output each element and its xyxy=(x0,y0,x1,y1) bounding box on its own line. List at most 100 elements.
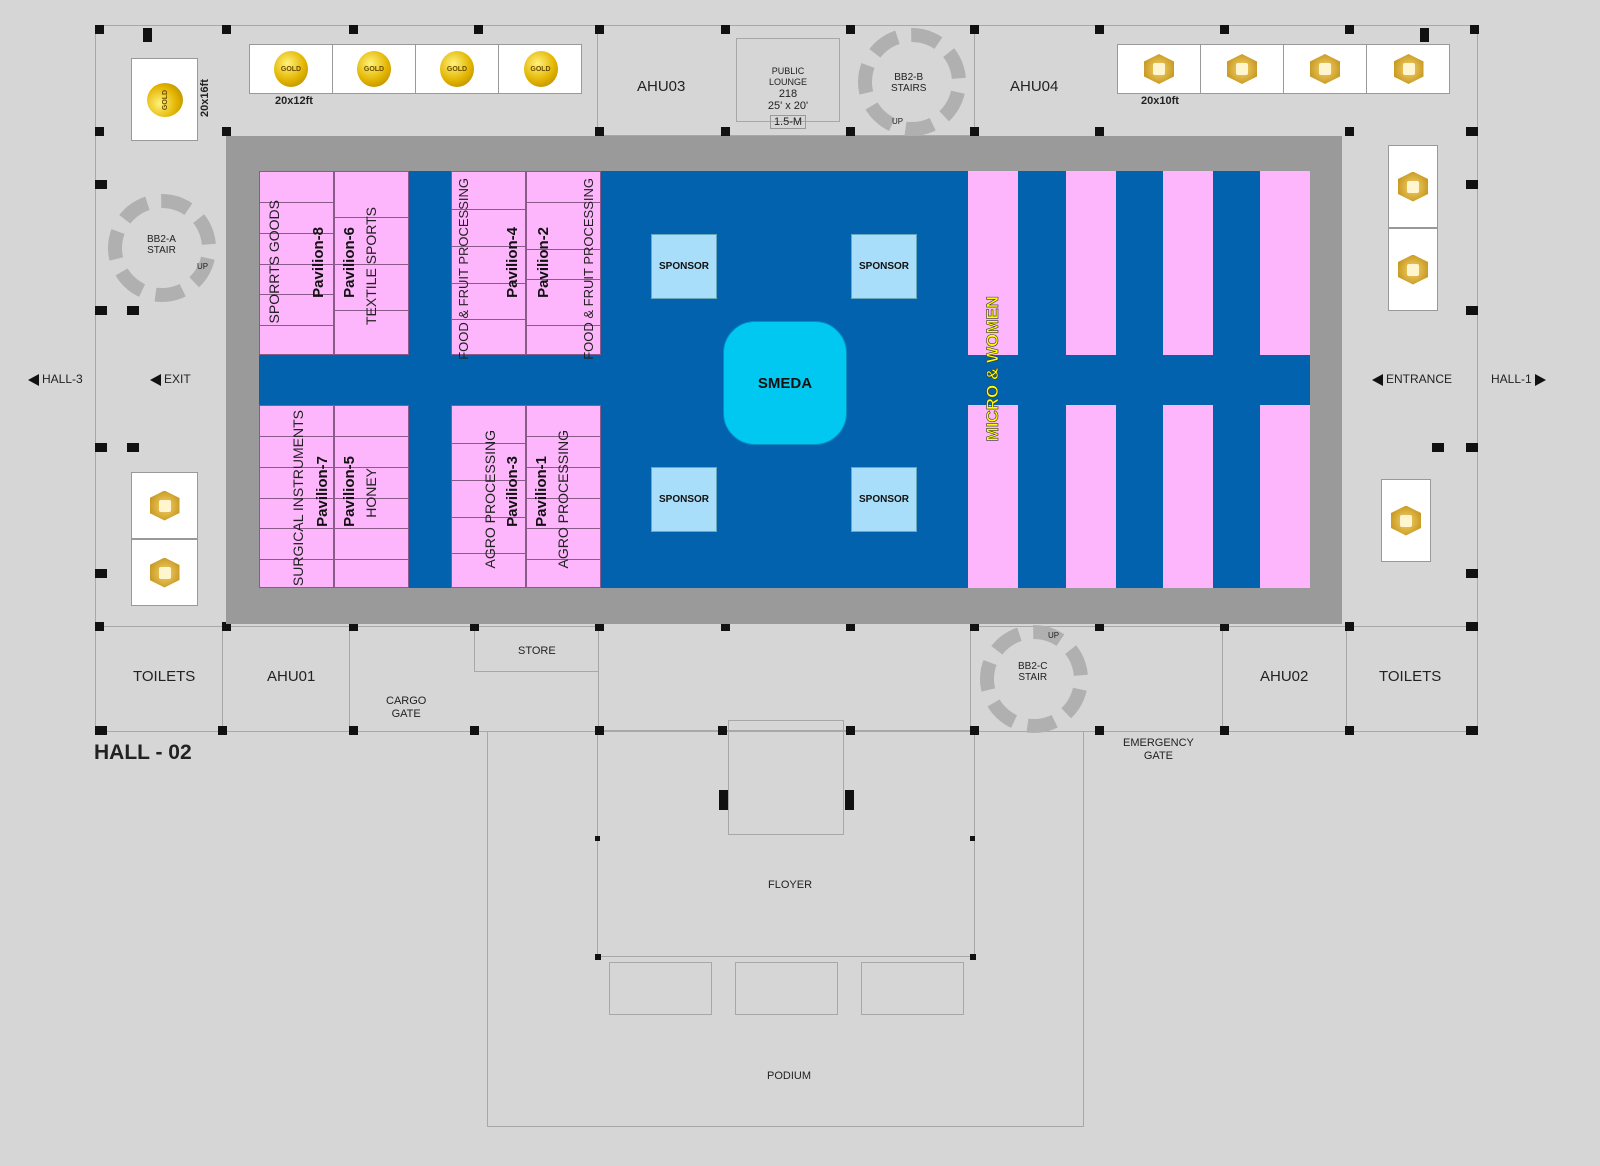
gold-booths-top: GOLD GOLD GOLD GOLD xyxy=(249,44,582,94)
arrow-left-icon xyxy=(28,373,39,386)
pavilion-name: Pavilion-1 xyxy=(533,456,550,527)
pavilion-name: Pavilion-6 xyxy=(341,227,358,298)
pavilion-4[interactable]: FOOD & FRUIT PROCESSING Pavilion-4 xyxy=(451,171,526,360)
badge-icon xyxy=(1144,54,1174,84)
booth-size-top: 20x12ft xyxy=(275,95,313,107)
pavilion-category: SPORRTS GOODS xyxy=(266,200,282,324)
badge-booth[interactable] xyxy=(1284,45,1367,93)
stair-type: STAIR xyxy=(1018,672,1048,683)
pavilion-3[interactable]: AGRO PROCESSING Pavilion-3 xyxy=(451,405,526,588)
north-rooms-outline xyxy=(597,25,975,136)
coin-label: GOLD xyxy=(446,65,468,73)
badge-booth[interactable] xyxy=(1388,228,1438,311)
micro-booth[interactable] xyxy=(1163,405,1213,588)
floyer-structure xyxy=(728,720,844,835)
micro-booth[interactable] xyxy=(1066,405,1116,588)
gold-booth[interactable]: GOLD xyxy=(250,45,333,93)
badge-booth[interactable] xyxy=(1388,145,1438,228)
micro-booth[interactable] xyxy=(968,171,1018,355)
podium-area xyxy=(487,732,1084,1127)
podium-step xyxy=(609,962,712,1015)
micro-booth[interactable] xyxy=(968,405,1018,588)
lounge-number: 218 xyxy=(778,88,798,100)
pavilion-name: Pavilion-5 xyxy=(341,456,358,527)
pavilion-7[interactable]: SURGICAL INSTRUMENTS Pavilion-7 xyxy=(259,405,334,588)
room-toilets-left: TOILETS xyxy=(133,668,196,685)
gold-booth[interactable]: GOLD xyxy=(416,45,499,93)
lounge-tag: 1.5-M xyxy=(769,115,807,129)
stair-name: BB2-A xyxy=(147,234,176,245)
nav-hall-1[interactable]: HALL-1 xyxy=(1491,372,1546,386)
gold-booth[interactable]: GOLD xyxy=(333,45,416,93)
gold-coin-icon: GOLD xyxy=(523,51,558,87)
pavilion-2[interactable]: Pavilion-2 FOOD & FRUIT PROCESSING xyxy=(526,171,601,360)
booth-size-right: 20x10ft xyxy=(1141,95,1179,107)
pavilion-category: AGRO PROCESSING xyxy=(482,430,498,569)
stair-up: UP xyxy=(892,117,904,126)
micro-booth[interactable] xyxy=(1260,171,1310,355)
badge-icon xyxy=(1310,54,1340,84)
ahu02-room xyxy=(1222,626,1347,732)
pavilion-5[interactable]: Pavilion-5 HONEY xyxy=(334,405,409,588)
arrow-right-icon xyxy=(1534,373,1546,386)
badge-booth[interactable] xyxy=(1201,45,1284,93)
badge-booth[interactable] xyxy=(1367,45,1450,93)
gate-line: GATE xyxy=(1143,750,1174,762)
micro-booth[interactable] xyxy=(1163,171,1213,355)
badge-booth[interactable] xyxy=(131,539,198,606)
micro-booth[interactable] xyxy=(1260,405,1310,588)
pavilion-name: Pavilion-3 xyxy=(504,456,521,527)
nav-entrance[interactable]: ENTRANCE xyxy=(1372,372,1452,386)
gold-coin-icon: GOLD xyxy=(146,82,183,117)
pavilion-category: FOOD & FRUIT PROCESSING xyxy=(581,178,596,360)
gold-booth[interactable]: GOLD xyxy=(499,45,582,93)
gate-line: CARGO xyxy=(386,695,427,707)
stair-name: BB2-B xyxy=(894,72,924,83)
store-room xyxy=(474,626,599,672)
pavilion-name: Pavilion-7 xyxy=(314,456,331,527)
badge-booth[interactable] xyxy=(131,472,198,539)
pavilion-name: Pavilion-2 xyxy=(535,227,552,298)
badge-icon xyxy=(1398,171,1428,202)
nav-exit[interactable]: EXIT xyxy=(150,372,191,386)
gold-coin-icon: GOLD xyxy=(274,51,308,87)
badge-icon xyxy=(1398,254,1428,285)
nav-label: HALL-1 xyxy=(1491,372,1532,386)
badge-booth[interactable] xyxy=(1381,479,1431,562)
floyer-label: FLOYER xyxy=(768,879,813,891)
nav-label: ENTRANCE xyxy=(1386,372,1453,386)
arrow-left-icon xyxy=(150,373,161,386)
badge-icon xyxy=(1393,54,1424,84)
sponsor-booth[interactable]: SPONSOR xyxy=(651,234,717,299)
micro-booth[interactable] xyxy=(1066,171,1116,355)
coin-label: GOLD xyxy=(363,65,385,73)
sponsor-booth[interactable]: SPONSOR xyxy=(651,467,717,532)
nav-hall-3[interactable]: HALL-3 xyxy=(28,372,83,386)
podium-step xyxy=(735,962,838,1015)
badge-booth[interactable] xyxy=(1118,45,1201,93)
sponsor-booth[interactable]: SPONSOR xyxy=(851,234,917,299)
smeda-center[interactable]: SMEDA xyxy=(723,321,847,445)
pavilion-6[interactable]: Pavilion-6 TEXTILE SPORTS xyxy=(334,171,409,355)
pavilion-1[interactable]: Pavilion-1 AGRO PROCESSING xyxy=(526,405,601,588)
arrow-left-icon xyxy=(1372,373,1383,386)
sponsor-booth[interactable]: SPONSOR xyxy=(851,467,917,532)
room-ahu01: AHU01 xyxy=(267,668,316,685)
micro-women-label: MICRO & WOMEN xyxy=(983,296,1003,442)
pavilion-8[interactable]: SPORRTS GOODS Pavilion-8 xyxy=(259,171,334,355)
stair-up: UP xyxy=(1048,631,1060,640)
badge-icon xyxy=(149,557,180,588)
room-ahu02: AHU02 xyxy=(1260,668,1309,685)
pavilion-category: FOOD & FRUIT PROCESSING xyxy=(456,178,471,360)
gold-booth-left[interactable]: GOLD xyxy=(131,58,198,141)
public-lounge-room xyxy=(736,38,840,122)
nav-label: HALL-3 xyxy=(42,372,83,386)
stair-name: BB2-C xyxy=(1018,661,1048,672)
pavilion-name: Pavilion-4 xyxy=(504,227,521,298)
pavilion-name: Pavilion-8 xyxy=(310,227,327,298)
